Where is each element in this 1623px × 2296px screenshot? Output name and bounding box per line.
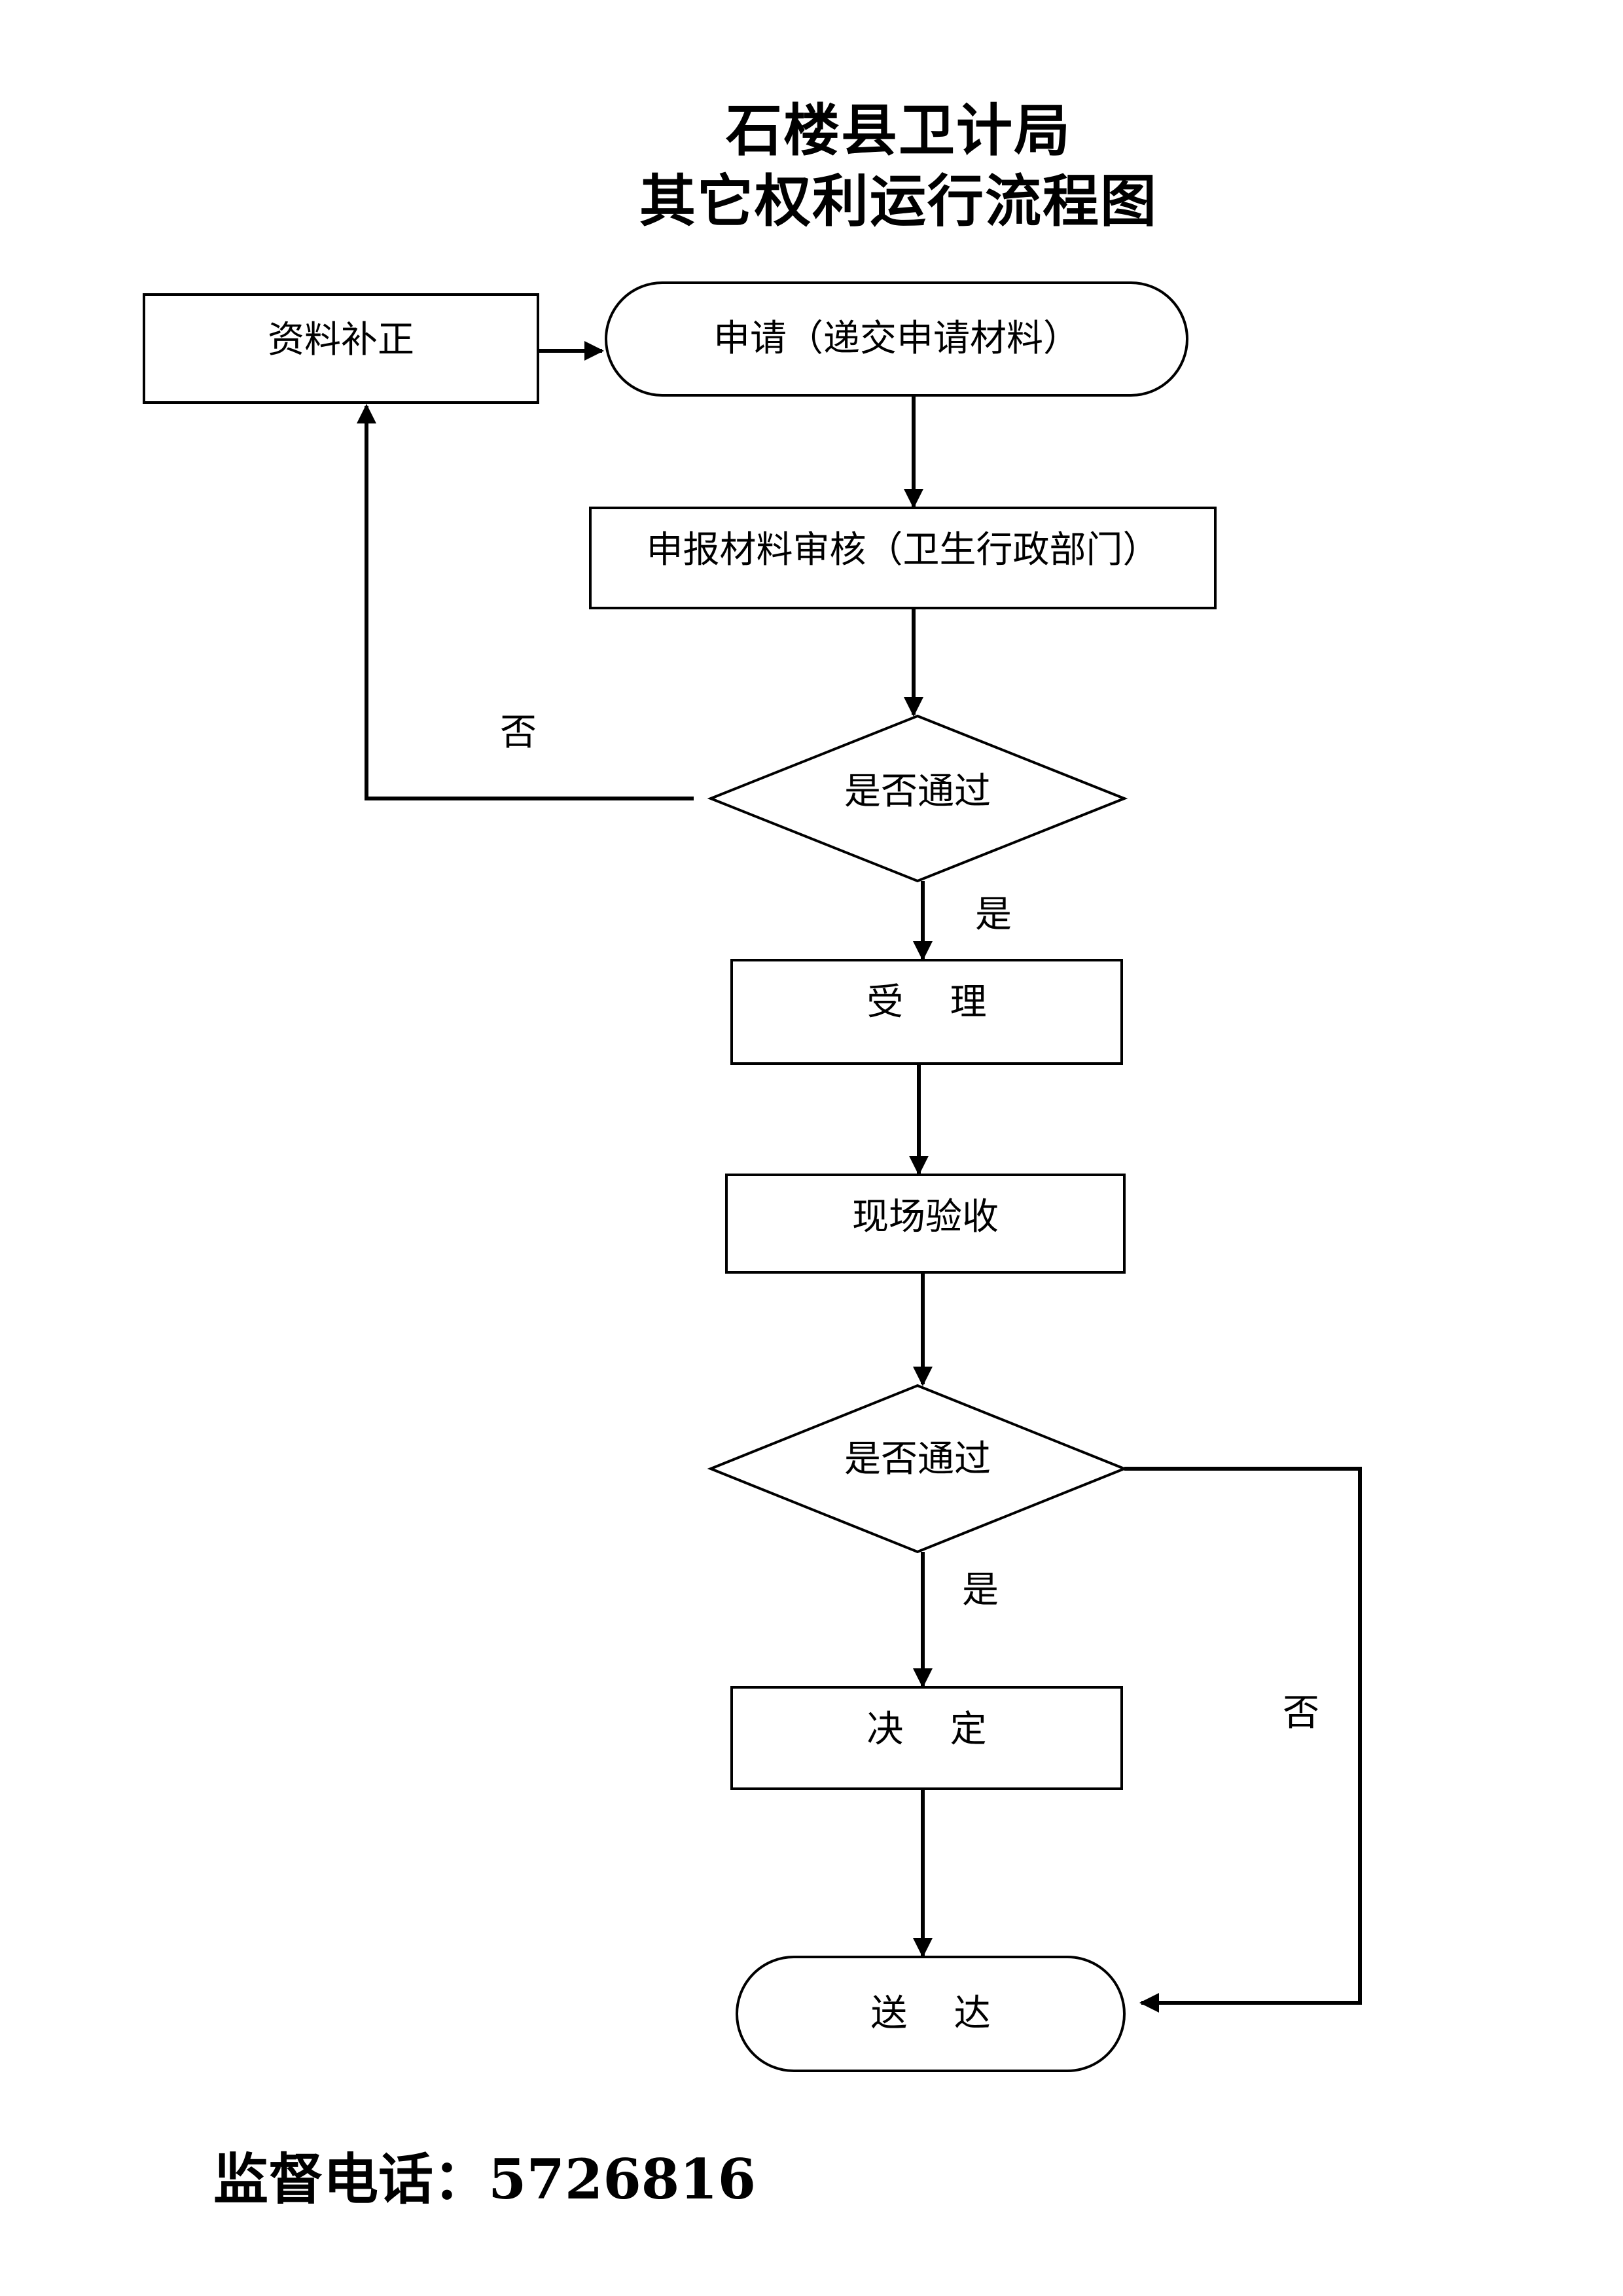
supplement-label: 资料补正	[268, 319, 414, 361]
inspection-box	[725, 1174, 1126, 1274]
accept-box	[730, 959, 1123, 1065]
deliver-label: 送 达	[870, 1992, 991, 2035]
accept-label: 受 理	[866, 981, 987, 1024]
decision1-no-label: 否	[500, 711, 537, 754]
decision2-yes-label: 是	[962, 1569, 999, 1611]
title-line-1: 石楼县卫计局	[726, 98, 1071, 164]
decision2-label: 是否通过	[844, 1438, 991, 1480]
decision1-diamond	[707, 714, 1128, 883]
decision2-no-label: 否	[1283, 1692, 1319, 1734]
supervision-hotline: 监督电话：5726816	[213, 2147, 757, 2212]
decision2-diamond	[707, 1384, 1128, 1554]
decision1-label: 是否通过	[844, 770, 991, 813]
apply-label: 申请（递交申请材料）	[713, 317, 1080, 360]
inspection-label: 现场验收	[852, 1196, 999, 1238]
edge-decision2-no-to-deliver	[1124, 1467, 1362, 2013]
review-label: 申报材料审核（卫生行政部门）	[646, 529, 1160, 571]
decision1-yes-label: 是	[975, 893, 1012, 936]
title-line-2: 其它权利运行流程图	[639, 168, 1158, 234]
apply-terminal	[605, 281, 1188, 397]
edge-decision1-no-to-supplement	[357, 404, 694, 800]
decide-box	[730, 1686, 1123, 1790]
review-box	[589, 507, 1217, 609]
supplement-box	[143, 293, 539, 404]
decide-label: 决 定	[866, 1708, 987, 1751]
